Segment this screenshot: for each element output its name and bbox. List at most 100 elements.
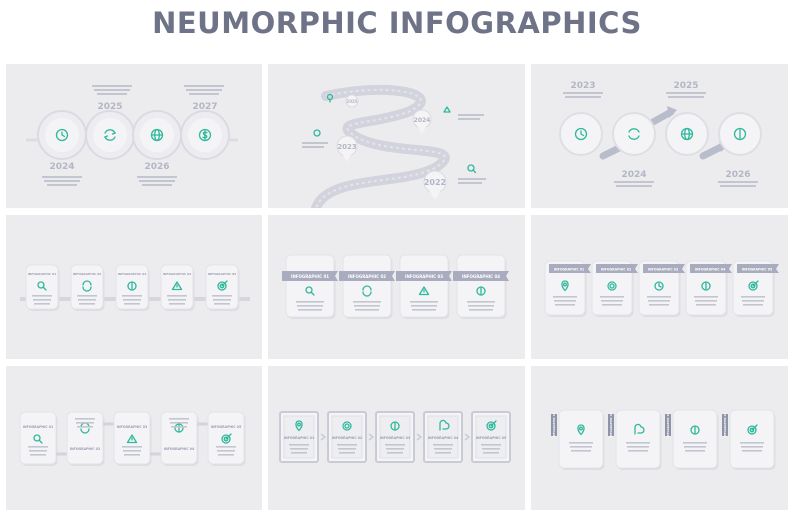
info-card[interactable]: INFOGRAPHIC 01 (25, 264, 60, 311)
location-icon (295, 420, 303, 432)
panel-corner-ribbon-cards[interactable]: INFOGRAPHIC 01 INFOGRAPHIC 02 INFOGRAPHIC … (531, 215, 788, 359)
info-card[interactable]: INFOGRAPHIC 04 (453, 254, 509, 319)
card-label: INFOGRAPHIC 01 (284, 436, 314, 440)
warning-icon (443, 106, 451, 113)
year-label: 2025 (97, 102, 122, 112)
info-card[interactable]: INFOGRAPHIC 02 (327, 411, 367, 463)
target-icon (747, 424, 758, 435)
location-icon (577, 424, 585, 436)
target-icon (217, 280, 228, 291)
panel-ribbon-cards[interactable]: INFOGRAPHIC 01 INFOGRAPHIC 02 INFOGRAPHIC … (268, 215, 525, 359)
card-label: INFOGRAPHIC 04 (163, 272, 192, 276)
info-card[interactable]: INFOGRAPHIC 03 (113, 411, 152, 466)
panel-road-timeline[interactable]: 2024 2023 2022 2025 (268, 64, 525, 208)
year-label: 2023 (337, 143, 357, 151)
panel-ribbon-cards-art: INFOGRAPHIC 01 INFOGRAPHIC 02 INFOGRAPHIC … (282, 254, 509, 319)
card-label: INFOGRAPHIC 01 (552, 412, 556, 437)
card-label: INFOGRAPHIC 02 (609, 412, 613, 437)
info-card[interactable]: INFOGRAPHIC 04 (685, 260, 732, 317)
panel-arrow-timeline-art: 2023 2025 2024 2026 (559, 81, 762, 187)
info-card[interactable]: INFOGRAPHIC 04 (160, 264, 195, 311)
card-label: INFOGRAPHIC 05 (211, 425, 241, 429)
dollar-icon (690, 425, 700, 435)
panel-framed-cards[interactable]: INFOGRAPHIC 01 INFOGRAPHIC 02 INFOGRAPHIC … (268, 366, 525, 510)
info-card[interactable]: INFOGRAPHIC 03 (638, 260, 685, 317)
panel-zigzag-cards-art: INFOGRAPHIC 01 INFOGRAPHIC 02 INFOGRAPHIC … (19, 411, 246, 466)
refresh-icon (313, 129, 321, 137)
card-label: INFOGRAPHIC 02 (348, 274, 386, 279)
info-card[interactable]: INFOGRAPHIC 03 (396, 254, 452, 319)
info-card[interactable]: INFOGRAPHIC 04 (722, 409, 776, 470)
panel-framed-cards-art: INFOGRAPHIC 01 INFOGRAPHIC 02 INFOGRAPHIC … (279, 411, 511, 463)
card-label: INFOGRAPHIC 03 (648, 268, 678, 272)
location-icon (326, 93, 334, 103)
info-card[interactable]: INFOGRAPHIC 05 (207, 411, 246, 466)
year-label: 2024 (621, 170, 646, 180)
card-label: INFOGRAPHIC 03 (380, 436, 410, 440)
clock-icon (654, 281, 664, 291)
panel-circle-timeline[interactable]: 2025 2027 2024 2026 (6, 64, 262, 208)
info-card[interactable]: INFOGRAPHIC 02 (591, 260, 638, 317)
globe-icon (150, 128, 164, 142)
info-card[interactable]: INFOGRAPHIC 03 (375, 411, 415, 463)
card-label: INFOGRAPHIC 05 (742, 268, 772, 272)
refresh-icon (104, 129, 116, 141)
info-card[interactable]: INFOGRAPHIC 04 (160, 411, 199, 466)
info-card[interactable]: INFOGRAPHIC 05 (205, 264, 240, 311)
info-card[interactable]: INFOGRAPHIC 04 (423, 411, 463, 463)
dollar-icon (198, 128, 212, 142)
target-icon (748, 280, 759, 291)
info-card[interactable]: INFOGRAPHIC 01 (544, 260, 591, 317)
info-card[interactable]: INFOGRAPHIC 03 (115, 264, 150, 311)
card-label: INFOGRAPHIC 03 (405, 274, 443, 279)
clock-icon (574, 127, 588, 141)
search-icon (305, 286, 315, 296)
card-label: INFOGRAPHIC 02 (601, 268, 631, 272)
info-card[interactable]: INFOGRAPHIC 03 (665, 409, 719, 470)
panel-side-tab-cards-art: INFOGRAPHIC 01 INFOGRAPHIC 02 INFOGRAPHIC … (551, 409, 776, 470)
panel-cards-connected-art: INFOGRAPHIC 01 INFOGRAPHIC 02 INFOGRAPHIC … (20, 264, 250, 311)
card-label: INFOGRAPHIC 04 (462, 274, 500, 279)
clock-icon (55, 128, 69, 142)
card-label: INFOGRAPHIC 05 (476, 436, 506, 440)
dollar-icon (390, 421, 400, 431)
info-card[interactable]: INFOGRAPHIC 02 (70, 264, 105, 311)
panel-cards-connected[interactable]: INFOGRAPHIC 01 INFOGRAPHIC 02 INFOGRAPHIC … (6, 215, 262, 359)
card-label: INFOGRAPHIC 01 (23, 425, 53, 429)
card-label: INFOGRAPHIC 03 (118, 272, 147, 276)
pin-2024 (412, 109, 432, 134)
card-label: INFOGRAPHIC 02 (332, 436, 362, 440)
card-label: INFOGRAPHIC 04 (723, 412, 727, 437)
pin-2025 (345, 94, 359, 108)
gear-icon (607, 281, 617, 291)
panel-side-tab-cards[interactable]: INFOGRAPHIC 01 INFOGRAPHIC 02 INFOGRAPHIC … (531, 366, 788, 510)
target-icon (486, 420, 497, 431)
gear-icon (342, 421, 352, 431)
info-card[interactable]: INFOGRAPHIC 01 (279, 411, 319, 463)
dollar-icon (127, 281, 137, 291)
year-label: 2023 (570, 81, 595, 91)
info-card[interactable]: INFOGRAPHIC 01 (551, 409, 605, 470)
warning-icon (418, 286, 430, 296)
target-icon (221, 433, 232, 444)
info-card[interactable]: INFOGRAPHIC 05 (471, 411, 511, 463)
panel-road-timeline-art: 2024 2023 2022 2025 (302, 84, 486, 208)
info-card[interactable]: INFOGRAPHIC 02 (608, 409, 662, 470)
panel-arrow-timeline[interactable]: 2023 2025 2024 2026 (531, 64, 788, 208)
panel-zigzag-cards[interactable]: INFOGRAPHIC 01 INFOGRAPHIC 02 INFOGRAPHIC … (6, 366, 262, 510)
info-card[interactable]: INFOGRAPHIC 02 (66, 411, 105, 466)
year-label: 2024 (414, 117, 431, 124)
location-icon (561, 280, 569, 292)
panel-corner-ribbon-cards-art: INFOGRAPHIC 01 INFOGRAPHIC 02 INFOGRAPHIC … (544, 260, 779, 317)
brain-icon (439, 419, 450, 431)
info-card[interactable]: INFOGRAPHIC 05 (732, 260, 779, 317)
dollar-icon (733, 127, 747, 141)
card-label: INFOGRAPHIC 02 (70, 447, 100, 451)
card-label: INFOGRAPHIC 01 (291, 274, 329, 279)
globe-icon (680, 127, 694, 141)
info-card[interactable]: INFOGRAPHIC 02 (339, 254, 395, 319)
info-card[interactable]: INFOGRAPHIC 01 (282, 254, 338, 319)
page-title: NEUMORPHIC INFOGRAPHICS (152, 6, 642, 40)
info-card[interactable]: INFOGRAPHIC 01 (19, 411, 58, 466)
year-label: 2027 (192, 102, 217, 112)
